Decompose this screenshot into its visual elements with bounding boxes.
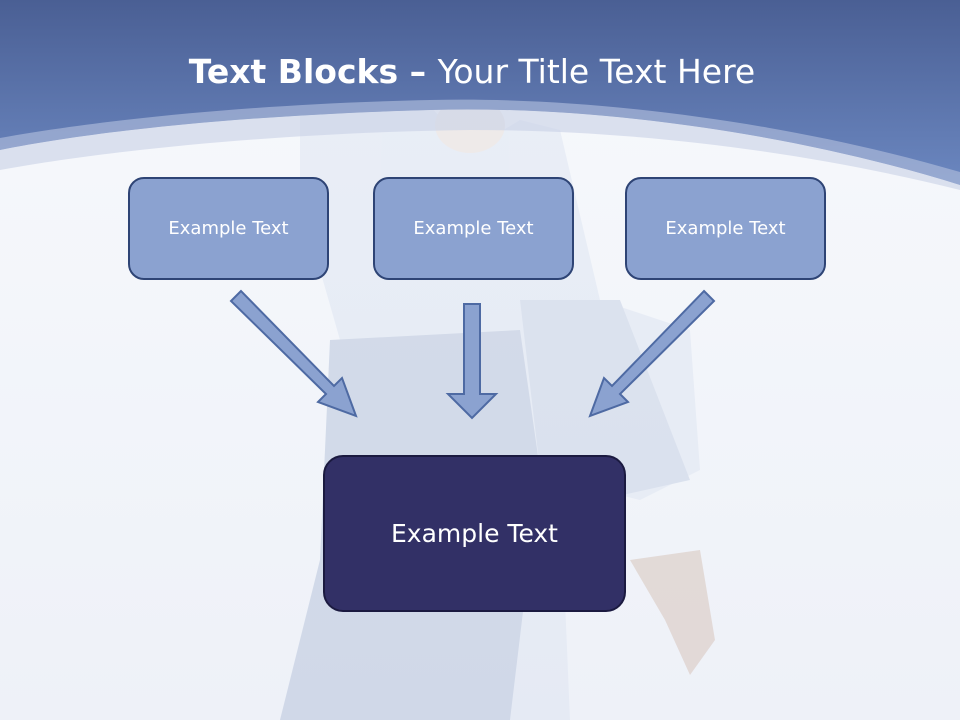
arrow-left (229, 289, 358, 418)
text-block-3: Example Text (625, 177, 826, 280)
title-bold: Text Blocks (188, 52, 399, 91)
arrow-center (445, 303, 499, 420)
text-block-2: Example Text (373, 177, 574, 280)
slide-title: Text Blocks – Your Title Text Here (0, 52, 944, 91)
arrow-right (588, 289, 716, 418)
target-block-label: Example Text (391, 519, 558, 548)
text-block-2-label: Example Text (413, 218, 534, 239)
text-block-1: Example Text (128, 177, 329, 280)
target-block: Example Text (323, 455, 626, 612)
text-block-1-label: Example Text (168, 218, 289, 239)
text-block-3-label: Example Text (665, 218, 786, 239)
title-rest: Your Title Text Here (437, 52, 756, 91)
title-dash: – (398, 52, 438, 91)
